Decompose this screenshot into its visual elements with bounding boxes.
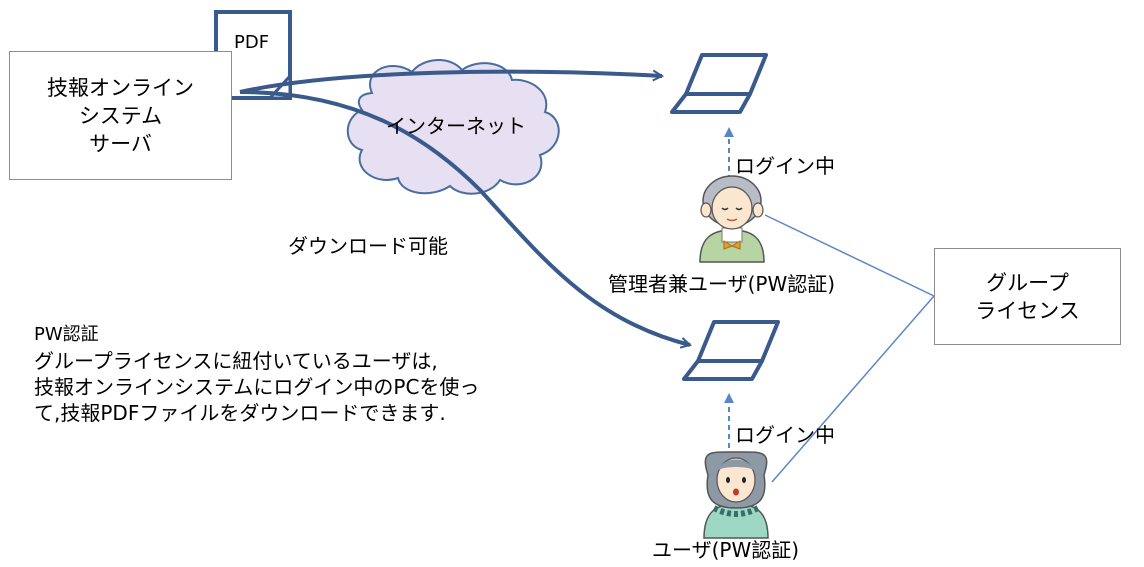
license-box-line: ライセンス xyxy=(975,298,1080,323)
admin-label: 管理者兼ユーザ(PW認証) xyxy=(608,272,836,296)
user-person-icon xyxy=(703,451,769,539)
server-box-line: 技報オンライン xyxy=(47,75,194,100)
group-license-box: グループ ライセンス xyxy=(934,248,1121,345)
internet-cloud-shape xyxy=(346,59,560,195)
note-line: 技報オンラインシステムにログイン中のPCを使っ xyxy=(34,375,480,399)
login-label-top: ログイン中 xyxy=(735,154,835,178)
pw-auth-note: PW認証 グループライセンスに紐付いているユーザは, 技報オンラインシステムにロ… xyxy=(34,322,479,426)
license-line-user xyxy=(771,295,935,483)
cloud-label: インターネット xyxy=(386,114,526,138)
laptop-icon xyxy=(670,53,768,114)
user-label: ユーザ(PW認証) xyxy=(652,538,800,562)
license-box-line: グループ xyxy=(986,270,1069,295)
server-box-line: サーバ xyxy=(89,131,152,156)
note-title: PW認証 xyxy=(34,324,99,345)
arrow-to-admin-laptop xyxy=(239,72,662,94)
arrow-to-user-laptop xyxy=(239,90,690,345)
admin-person-icon xyxy=(699,175,765,263)
server-box: 技報オンライン システム サーバ xyxy=(9,51,232,180)
note-line: て,技報PDFファイルをダウンロードできます. xyxy=(34,401,446,425)
login-label-bottom: ログイン中 xyxy=(735,423,835,447)
license-line-admin xyxy=(764,214,935,297)
laptop-icon xyxy=(682,320,780,381)
server-box-line: システム xyxy=(78,103,163,128)
pdf-label: PDF xyxy=(234,32,270,53)
note-line: グループライセンスに紐付いているユーザは, xyxy=(34,349,438,373)
download-label: ダウンロード可能 xyxy=(288,234,448,258)
